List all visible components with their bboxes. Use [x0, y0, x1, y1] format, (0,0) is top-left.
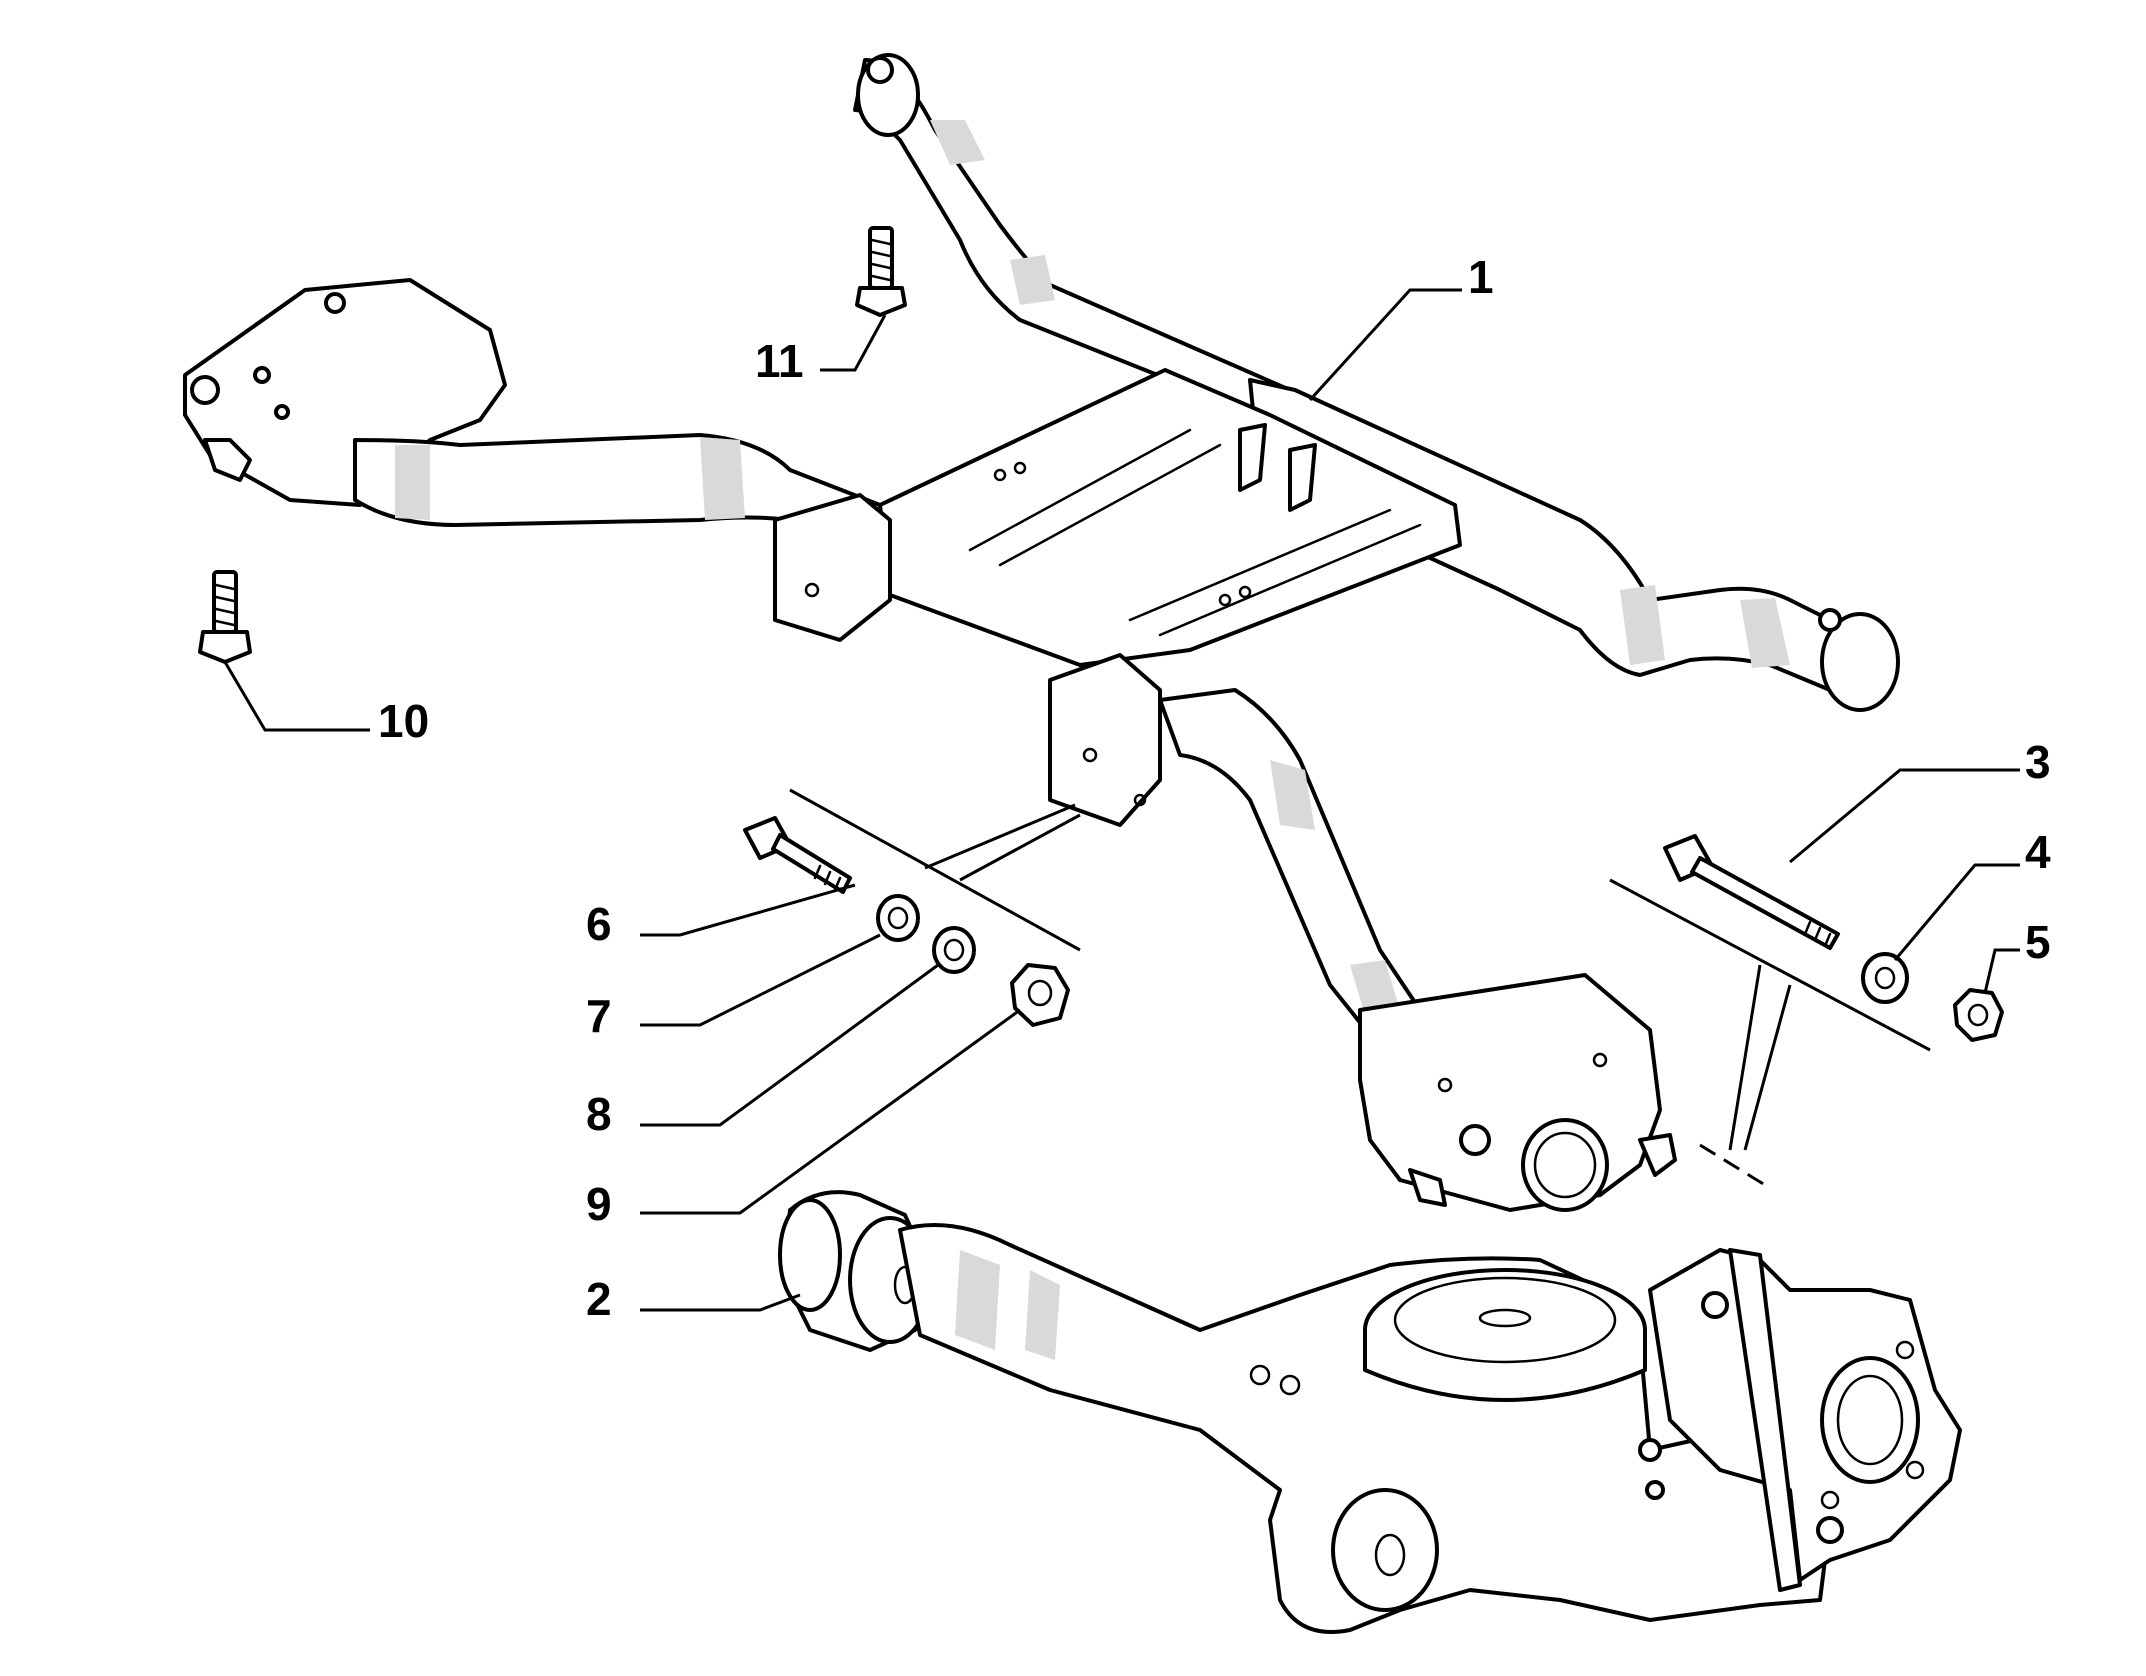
washer-4-icon: [1861, 952, 1909, 1004]
callout-labels: 1 2 3 4 5 6 7 8 9 10 11: [378, 251, 2051, 1325]
washer-8-icon: [932, 926, 976, 974]
callout-4: 4: [2025, 826, 2051, 878]
bolt-10-icon: [198, 570, 252, 664]
callout-5: 5: [2025, 916, 2051, 968]
callout-8: 8: [586, 1088, 612, 1140]
subframe-crossmember: [183, 53, 1900, 1212]
callout-7: 7: [586, 990, 612, 1042]
callout-1: 1: [1468, 251, 1494, 303]
nut-5-icon: [1953, 988, 2004, 1042]
callout-9: 9: [586, 1178, 612, 1230]
callout-2: 2: [586, 1273, 612, 1325]
nut-9-icon: [1010, 963, 1070, 1027]
callout-10: 10: [378, 695, 429, 747]
trailing-arm: [778, 1190, 1962, 1634]
bolt-6-icon: [743, 816, 852, 894]
bolt-3-icon: [1663, 834, 1840, 950]
washer-7-icon: [876, 894, 920, 942]
callout-6: 6: [586, 898, 612, 950]
callout-3: 3: [2025, 736, 2051, 788]
callout-11: 11: [755, 335, 804, 387]
bolt-11-icon: [855, 226, 907, 317]
assembly-lines: [789, 788, 1931, 1187]
callout-leaders: [223, 288, 2020, 1312]
